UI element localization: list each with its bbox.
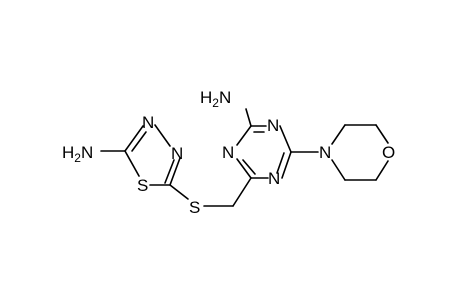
atom-morpholine-n: N	[319, 143, 331, 162]
atom-thioether-s: S	[189, 198, 200, 217]
bond-nleft-c	[236, 158, 252, 179]
atom-triazine-n-left: N	[222, 143, 234, 162]
atom-amine-top: H2N	[200, 88, 231, 110]
bond-nbottom-c-double	[276, 152, 285, 174]
bond-c-nleft	[236, 125, 252, 146]
atom-thiadiazole-s: S	[137, 176, 148, 195]
atom-labels: H2N N N S S H2N N N N N O	[62, 88, 395, 217]
bonds	[100, 108, 389, 207]
bond-c-morphn-down	[331, 159, 346, 181]
atom-triazine-n-top: N	[267, 116, 279, 135]
bond-n3-n4	[154, 124, 171, 147]
atom-triazine-n-bottom: N	[268, 169, 280, 188]
bond-c-ntop	[279, 125, 292, 153]
atom-morpholine-o: O	[382, 143, 395, 162]
bond-c-amine-top	[245, 108, 252, 127]
bond-s1-c2	[124, 150, 140, 177]
bond-o-c-bottom	[375, 160, 389, 181]
bond-c2-n3	[124, 125, 144, 152]
bond-c-o-top	[375, 124, 389, 144]
atom-amine-left: H2N	[62, 143, 93, 165]
atom-thiadiazole-n4: N	[171, 144, 183, 163]
bond-c2-n3-double	[131, 131, 147, 152]
bond-nleft-c-double	[242, 159, 256, 175]
bond-ch2-triazine	[232, 177, 252, 207]
bond-n4-c5	[169, 157, 181, 186]
bond-c5-sthio	[169, 184, 189, 200]
atom-thiadiazole-n3: N	[142, 113, 154, 132]
bond-nbottom-c	[281, 151, 292, 179]
bond-morphn-c-up	[331, 124, 346, 145]
bond-n4-c5-double	[164, 159, 175, 184]
